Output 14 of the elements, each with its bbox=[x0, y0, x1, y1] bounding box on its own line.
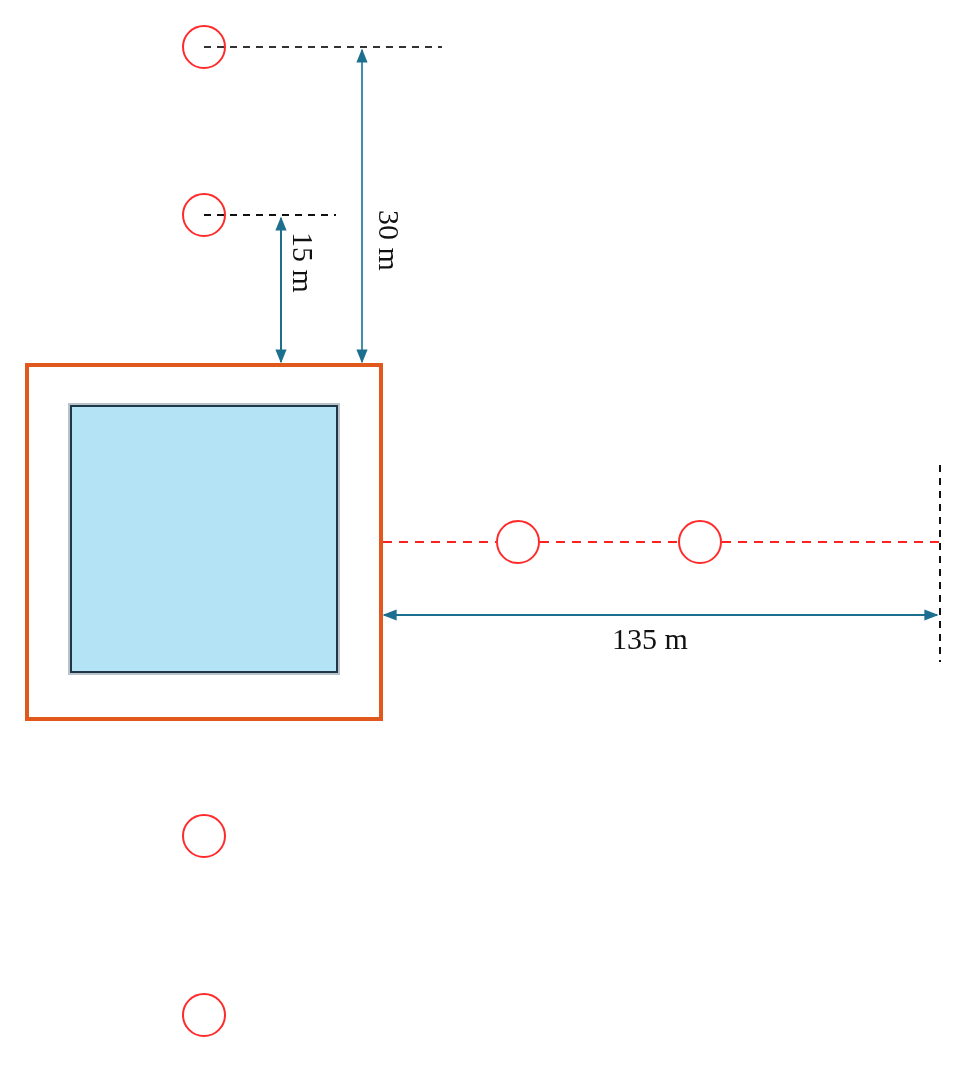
dimension-label: 15 m bbox=[288, 232, 318, 293]
circle-marker bbox=[496, 520, 540, 564]
circle-marker bbox=[182, 993, 226, 1037]
building-area bbox=[70, 405, 338, 673]
reference-line bbox=[539, 541, 679, 543]
dimension-label: 135 m bbox=[612, 624, 688, 654]
circle-marker bbox=[182, 193, 226, 237]
circle-marker bbox=[182, 814, 226, 858]
circle-marker bbox=[182, 25, 226, 69]
site-boundary bbox=[25, 363, 383, 721]
reference-line bbox=[721, 541, 941, 543]
circle-marker bbox=[678, 520, 722, 564]
dimension-label: 30 m bbox=[374, 210, 404, 271]
reference-line bbox=[382, 541, 497, 543]
